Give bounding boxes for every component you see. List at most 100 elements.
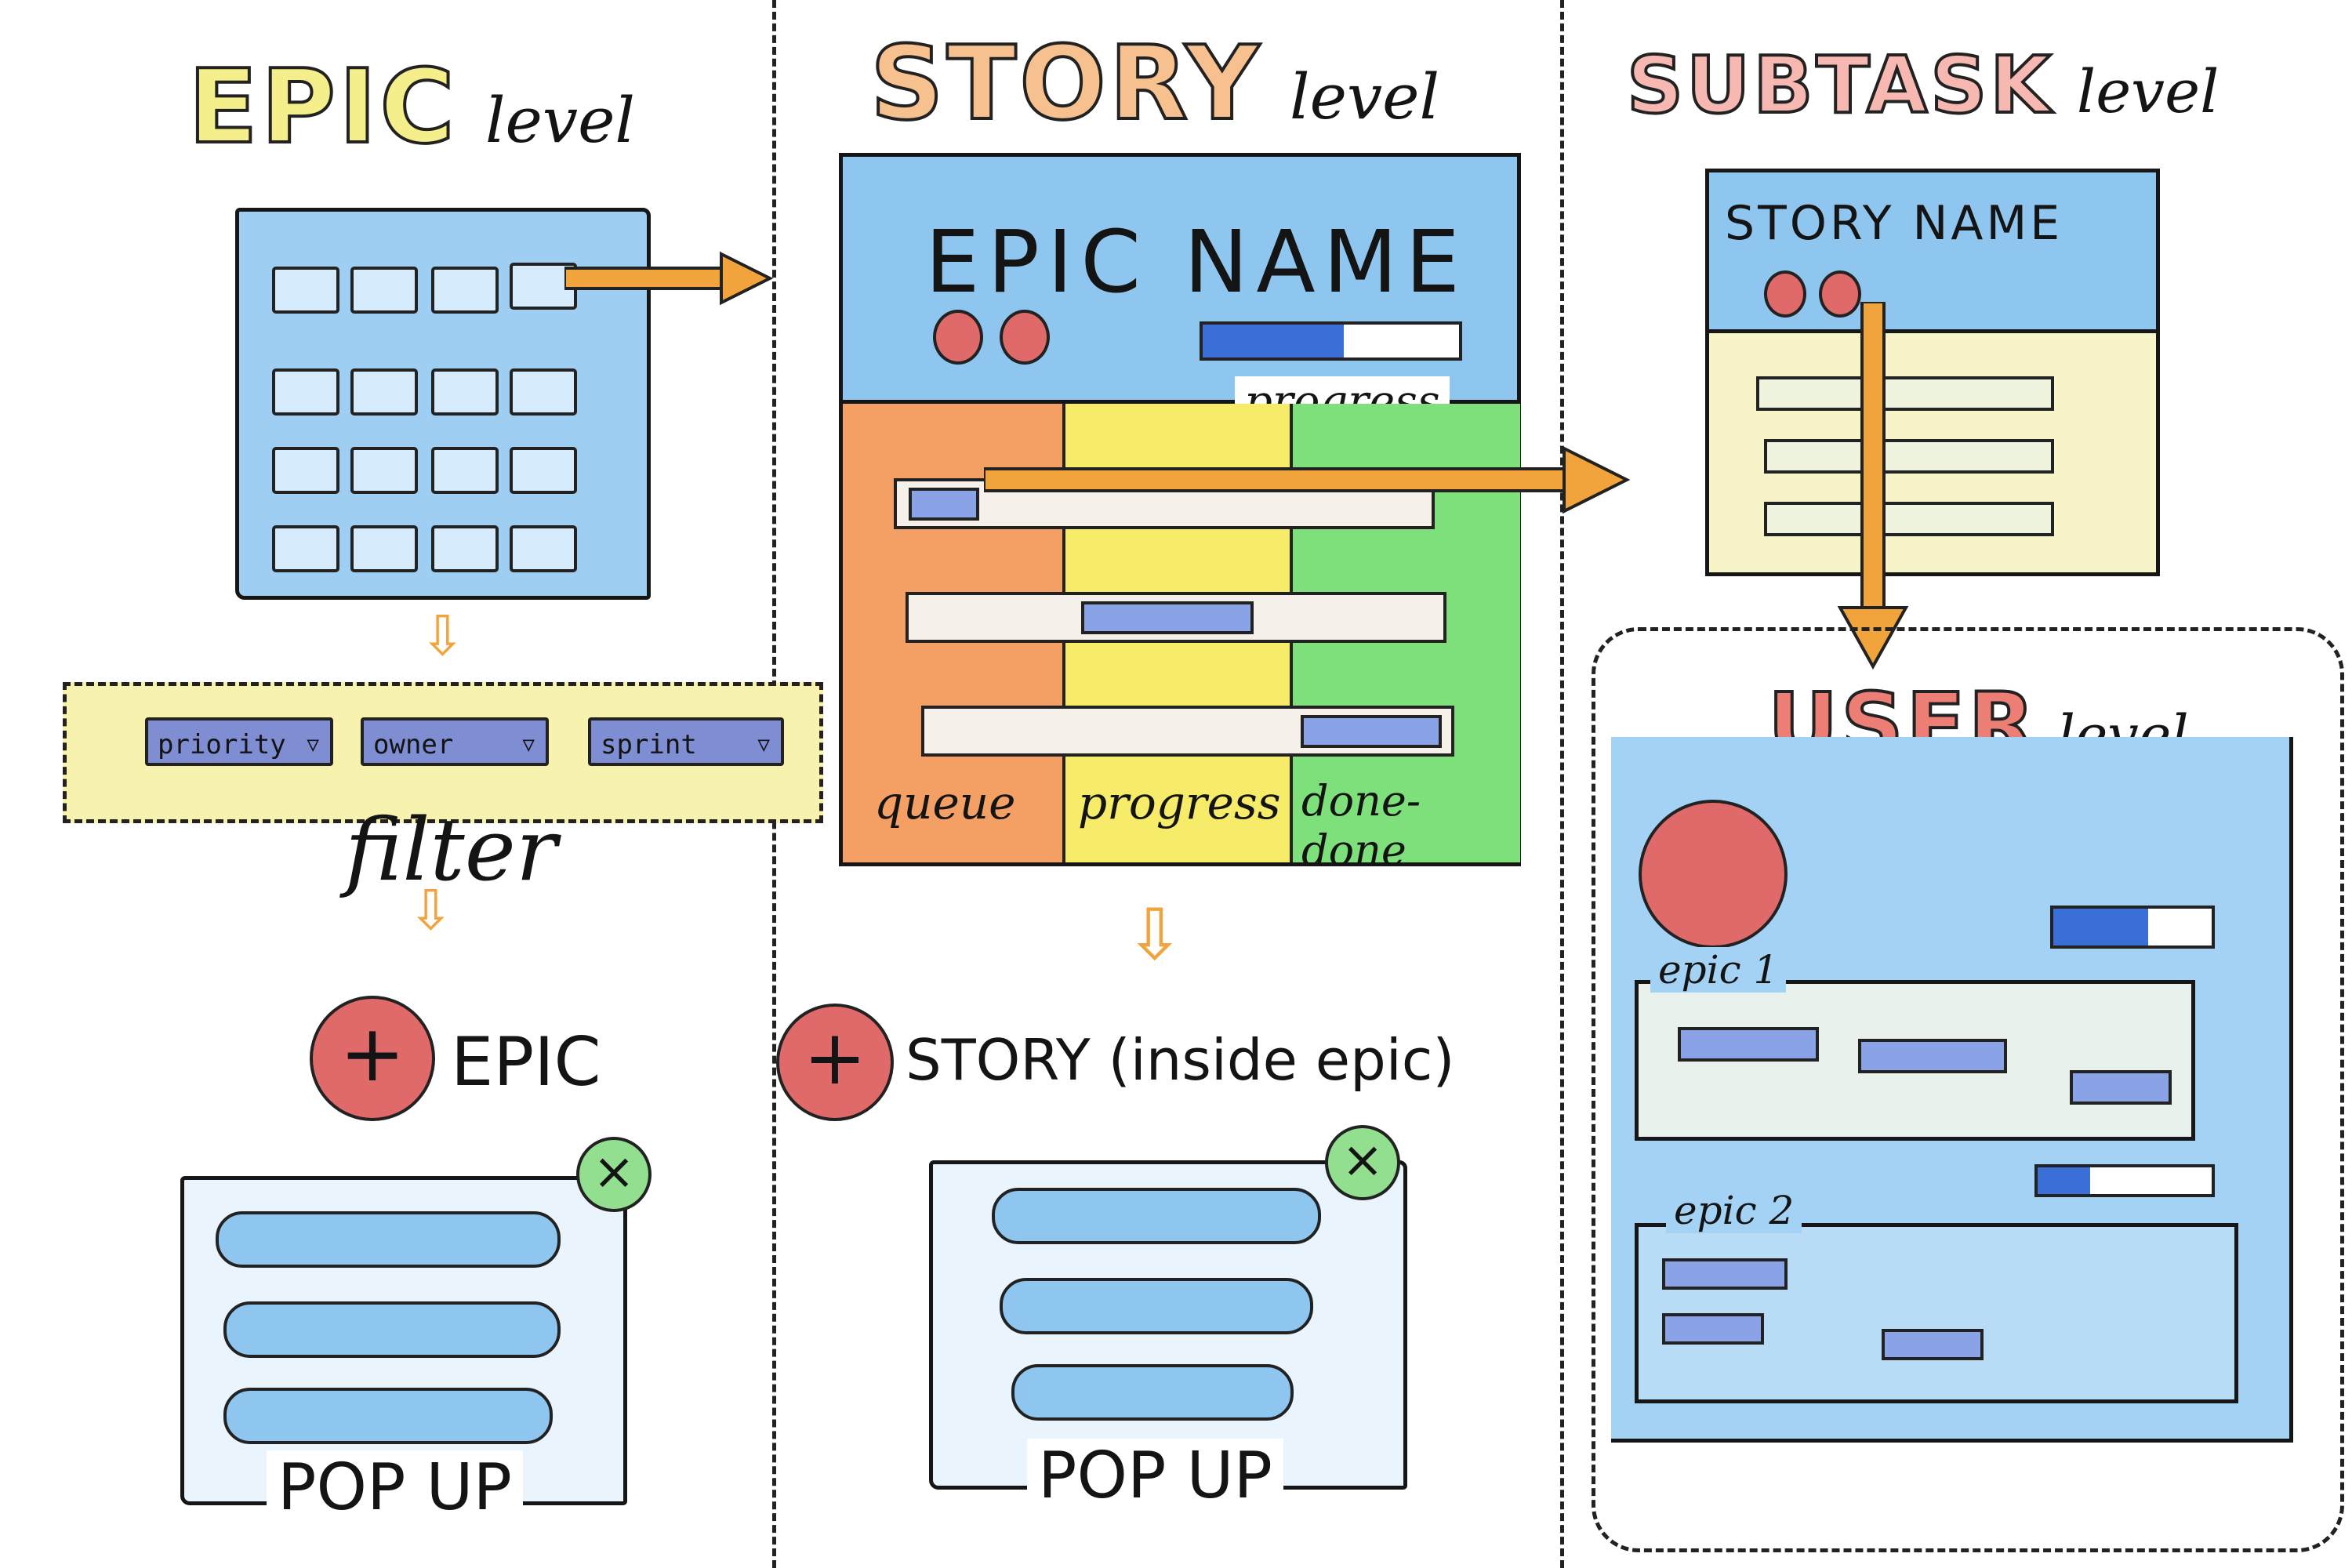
epic-group-progress-fill (2038, 1167, 2090, 1194)
user-task-chip[interactable] (1678, 1027, 1819, 1062)
story-row[interactable] (921, 706, 1454, 757)
subtask-row[interactable] (1764, 439, 2054, 474)
filter-label: filter (345, 800, 557, 900)
story-chip[interactable] (1301, 715, 1442, 748)
epic-name-title: EPIC NAME (925, 212, 1468, 312)
story-popup-label: POP UP (1027, 1439, 1283, 1513)
user-task-chip[interactable] (2070, 1070, 2172, 1105)
add-story-label: STORY (inside epic) (906, 1027, 1455, 1093)
arrow-head (1837, 606, 1909, 670)
add-epic-label: EPIC (451, 1023, 601, 1102)
queue-lane-label: queue (874, 776, 1016, 829)
epic-group (1635, 1223, 2238, 1403)
story-column: STORY level EPIC NAME progress queue pro… (776, 0, 1560, 1568)
story-to-subtask-arrow (984, 445, 1631, 514)
close-story-popup-button[interactable]: × (1325, 1125, 1400, 1200)
user-task-chip[interactable] (1882, 1329, 1984, 1360)
member-avatar[interactable] (1000, 310, 1050, 365)
epic-card[interactable] (350, 447, 418, 494)
down-arrow-icon: ⇩ (419, 604, 466, 668)
epic-heading-small: level (485, 84, 636, 157)
column-divider-2 (1560, 0, 1564, 1568)
epic-grid-panel (235, 208, 651, 600)
epic-card[interactable] (510, 368, 577, 416)
epic-card[interactable] (272, 267, 339, 314)
priority-dropdown[interactable]: priority ▽ (145, 717, 333, 766)
add-story-button[interactable]: + (776, 1004, 894, 1121)
story-board-header: EPIC NAME progress (843, 157, 1517, 427)
chevron-down-icon: ▽ (757, 733, 770, 757)
subtask-row[interactable] (1764, 502, 2054, 536)
progress-lane-label: progress (1078, 776, 1281, 829)
epic-card[interactable] (431, 368, 499, 416)
sprint-dropdown[interactable]: sprint ▽ (588, 717, 784, 766)
popup-field[interactable] (216, 1211, 561, 1268)
arrow-shaft (564, 267, 723, 290)
chevron-down-icon: ▽ (522, 733, 535, 757)
subtask-to-user-arrow (1837, 302, 1909, 670)
epic-card[interactable] (272, 447, 339, 494)
plus-icon: + (339, 1007, 405, 1099)
epic-progress-bar (1200, 321, 1462, 361)
member-avatar[interactable] (1819, 270, 1861, 318)
popup-field[interactable] (992, 1188, 1321, 1244)
epic-card[interactable] (272, 525, 339, 572)
story-popup (929, 1160, 1407, 1490)
epic-group-label: epic 2 (1666, 1188, 1802, 1233)
user-task-chip[interactable] (1662, 1258, 1788, 1290)
story-chip[interactable] (1081, 601, 1254, 634)
story-heading-big: STORY (869, 22, 1262, 144)
epic-card[interactable] (350, 525, 418, 572)
arrow-shaft (1860, 302, 1886, 609)
epic-group (1635, 980, 2195, 1141)
add-epic-button[interactable]: + (310, 996, 435, 1121)
user-progress-fill (2053, 909, 2149, 946)
owner-dropdown[interactable]: owner ▽ (361, 717, 549, 766)
popup-field[interactable] (223, 1301, 561, 1358)
story-level-heading: STORY level (869, 22, 1440, 144)
epic-heading-big: EPIC (187, 45, 458, 168)
user-level-frame (1592, 627, 2344, 1552)
subtask-heading-big: SUBTASK (1625, 38, 2054, 132)
filter-bar: priority ▽ owner ▽ sprint ▽ (63, 682, 823, 823)
plus-icon: + (803, 1014, 867, 1102)
sprint-dropdown-label: sprint (601, 729, 697, 760)
story-row[interactable] (906, 592, 1446, 643)
story-name-title: STORY NAME (1725, 196, 2063, 251)
epic-level-heading: EPIC level (187, 45, 636, 168)
epic-card[interactable] (350, 267, 418, 314)
owner-dropdown-label: owner (373, 729, 454, 760)
story-chip[interactable] (909, 488, 979, 521)
subtask-level-heading: SUBTASK level (1625, 38, 2219, 132)
user-panel: epic 1 epic 2 (1611, 737, 2293, 1443)
popup-field[interactable] (1000, 1278, 1313, 1334)
arrow-head (720, 251, 774, 306)
epic-to-story-arrow (564, 251, 774, 306)
epic-card[interactable] (431, 447, 499, 494)
member-avatar[interactable] (933, 310, 983, 365)
priority-dropdown-label: priority (158, 729, 286, 760)
chevron-down-icon: ▽ (307, 733, 319, 757)
story-heading-small: level (1290, 60, 1440, 133)
epic-column: EPIC level ⇩ priority ▽ owner ▽ sprint (0, 0, 823, 1568)
close-epic-popup-button[interactable]: × (576, 1137, 652, 1212)
epic-card[interactable] (431, 525, 499, 572)
user-progress-bar (2050, 906, 2215, 949)
user-task-chip[interactable] (1858, 1039, 2007, 1073)
popup-field[interactable] (1011, 1364, 1294, 1421)
user-avatar[interactable] (1639, 800, 1788, 949)
subtask-row[interactable] (1756, 376, 2054, 411)
epic-progress-fill (1203, 325, 1344, 358)
arrow-head (1563, 445, 1631, 514)
epic-card[interactable] (510, 447, 577, 494)
arrow-shaft (984, 467, 1566, 492)
epic-card[interactable] (431, 267, 499, 314)
down-arrow-icon: ⇩ (1125, 894, 1185, 976)
member-avatar[interactable] (1764, 270, 1806, 318)
epic-card[interactable] (510, 525, 577, 572)
popup-field[interactable] (223, 1388, 553, 1444)
epic-card[interactable] (350, 368, 418, 416)
user-task-chip[interactable] (1662, 1313, 1764, 1345)
epic-card[interactable] (272, 368, 339, 416)
epic-group-progress (2034, 1164, 2215, 1197)
